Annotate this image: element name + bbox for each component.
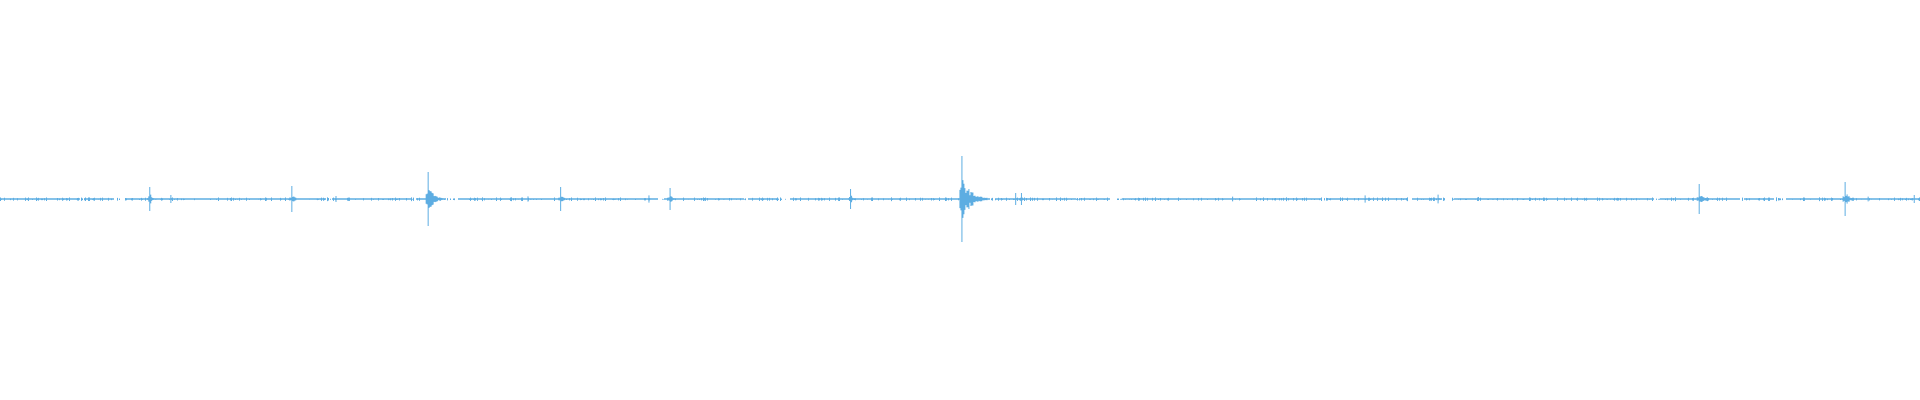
waveform-peak-5 — [525, 196, 532, 202]
waveform-peak-6 — [558, 187, 569, 211]
waveform-peak-2 — [289, 186, 300, 212]
waveform-peak-8 — [667, 188, 677, 210]
waveform-peak-7 — [646, 195, 653, 203]
waveform-peak-0 — [147, 187, 158, 211]
waveform-peak-19 — [1865, 196, 1872, 202]
waveform-peak-12 — [1018, 193, 1025, 205]
waveform-peak-18 — [1842, 182, 1856, 216]
waveform-peak-10 — [959, 156, 988, 242]
waveform-peak-13 — [1230, 196, 1237, 202]
waveform-peak-3 — [333, 196, 340, 202]
waveform-peak-1 — [168, 195, 175, 203]
waveform-peak-4 — [425, 172, 445, 226]
waveform-peak-16 — [1475, 197, 1482, 201]
waveform-peak-15 — [1435, 194, 1442, 204]
waveform-peak-14 — [1362, 195, 1369, 203]
waveform-peak-9 — [848, 189, 857, 209]
waveform-peak-20 — [1911, 195, 1918, 203]
waveform-peak-11 — [1013, 193, 1020, 205]
waveform-peak-17 — [1696, 184, 1708, 214]
